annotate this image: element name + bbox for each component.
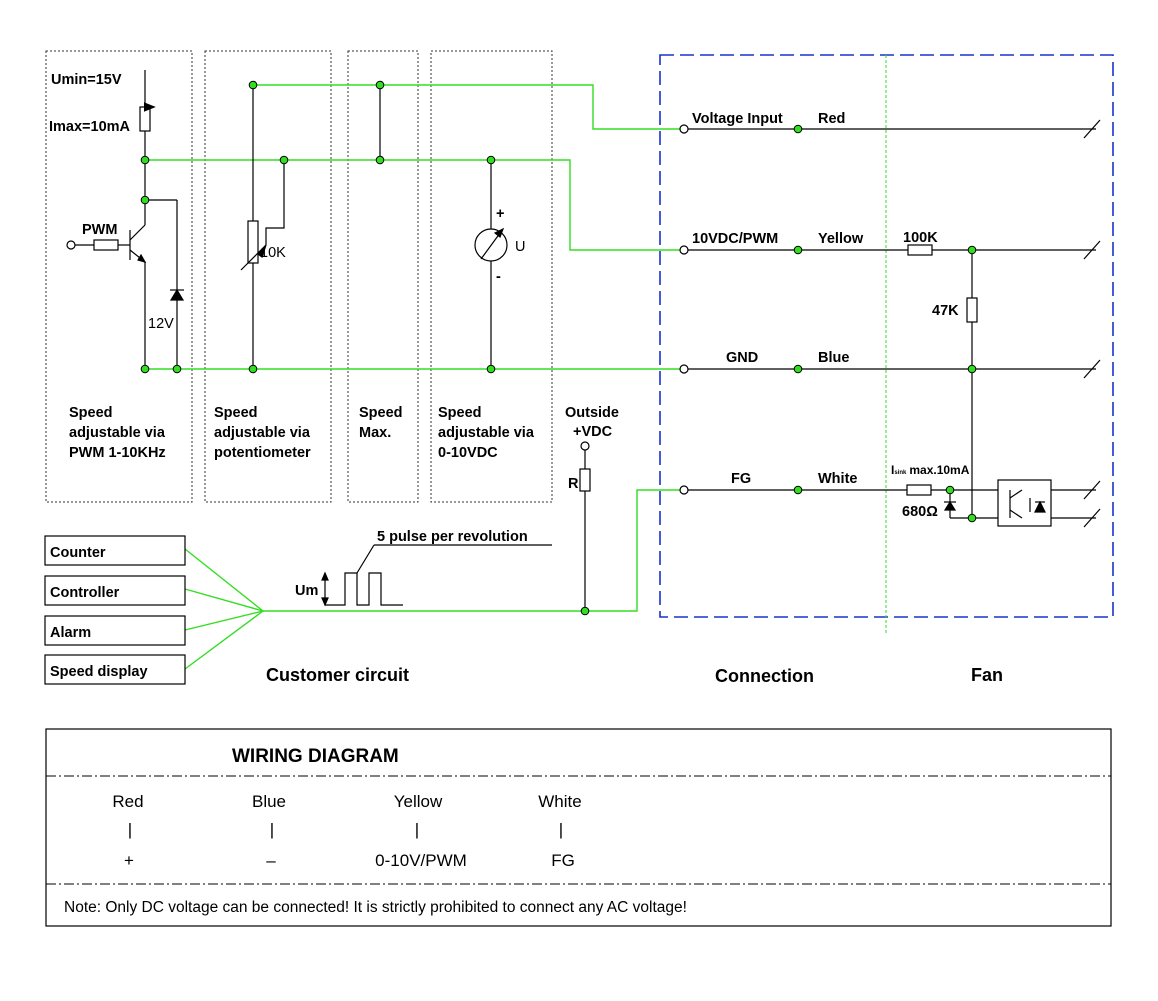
junction-dots — [140, 80, 977, 616]
res-47k-label: 47K — [932, 303, 959, 319]
legend-yellow-sep: | — [415, 820, 419, 839]
block-max-line1: Speed — [359, 405, 403, 421]
wiring-title: WIRING DIAGRAM — [232, 746, 399, 767]
wire-color-white: White — [818, 471, 857, 487]
pwm-label: PWM — [82, 222, 117, 238]
block-pot-line2: adjustable via — [214, 425, 311, 441]
block-vdc-line3: 0-10VDC — [438, 445, 498, 461]
block-pwm — [45, 50, 193, 503]
r-label: R — [568, 476, 579, 492]
block-vdc-line2: adjustable via — [438, 425, 535, 441]
output-boxes — [44, 535, 186, 685]
wire-signal-fg: FG — [731, 471, 751, 487]
res-100k-label: 100K — [903, 230, 938, 246]
wire-signal-voltage-input: Voltage Input — [692, 111, 783, 127]
um-label: Um — [295, 583, 318, 599]
block-max — [347, 50, 419, 503]
section-customer: Customer circuit — [266, 665, 409, 685]
terminals — [66, 124, 689, 495]
output-speed-display: Speed display — [50, 664, 148, 680]
wire-color-blue: Blue — [818, 350, 849, 366]
output-controller: Controller — [50, 585, 120, 601]
safety-note: Note: Only DC voltage can be connected! … — [64, 899, 687, 916]
legend-red-fn: + — [124, 851, 134, 870]
block-pwm-line3: PWM 1-10KHz — [69, 445, 166, 461]
wiring-columns: Red | + Blue | – Yellow | 0-10V/PWM Whit… — [112, 792, 581, 870]
umin-label: Umin=15V — [51, 72, 122, 88]
block-captions: Speed adjustable via PWM 1-10KHz Speed a… — [69, 405, 535, 461]
legend-yellow-fn: 0-10V/PWM — [375, 851, 467, 870]
customer-blocks — [45, 50, 553, 503]
block-pot-line3: potentiometer — [214, 445, 311, 461]
legend-red-color: Red — [112, 792, 143, 811]
zener-label: 12V — [148, 316, 174, 332]
output-alarm: Alarm — [50, 625, 91, 641]
black-lines — [75, 70, 1101, 611]
legend-blue-sep: | — [270, 820, 274, 839]
legend-white-fn: FG — [551, 851, 575, 870]
meter-u: U — [515, 239, 525, 255]
legend-red-sep: | — [128, 820, 132, 839]
legend-blue-color: Blue — [252, 792, 286, 811]
wire-color-yellow: Yellow — [818, 231, 864, 247]
wire-labels: Voltage Input Red 10VDC/PWM Yellow GND B… — [692, 111, 864, 487]
wire-signal-pwm: 10VDC/PWM — [692, 231, 778, 247]
pot-label: 10K — [260, 245, 286, 261]
res-680-label: 680Ω — [902, 504, 938, 520]
section-fan: Fan — [971, 665, 1003, 685]
imax-label: Imax=10mA — [49, 119, 131, 135]
green-wires — [145, 84, 684, 670]
wiring-table — [45, 728, 1112, 927]
section-connection: Connection — [715, 666, 814, 686]
block-pot-line1: Speed — [214, 405, 258, 421]
block-pwm-line1: Speed — [69, 405, 113, 421]
legend-white-sep: | — [559, 820, 563, 839]
legend-white-color: White — [538, 792, 581, 811]
wire-signal-gnd: GND — [726, 350, 758, 366]
pulse-label: 5 pulse per revolution — [377, 529, 528, 545]
block-0-10vdc — [430, 50, 553, 503]
block-potentiometer — [204, 50, 332, 503]
block-max-line2: Max. — [359, 425, 391, 441]
outside-label-2: +VDC — [573, 424, 613, 440]
block-vdc-line1: Speed — [438, 405, 482, 421]
meter-minus: - — [496, 269, 501, 285]
outside-label-1: Outside — [565, 405, 619, 421]
output-counter: Counter — [50, 545, 106, 561]
wire-color-red: Red — [818, 111, 845, 127]
meter-plus: + — [496, 206, 504, 222]
legend-yellow-color: Yellow — [394, 792, 443, 811]
legend-blue-fn: – — [266, 851, 276, 870]
block-pwm-line2: adjustable via — [69, 425, 166, 441]
